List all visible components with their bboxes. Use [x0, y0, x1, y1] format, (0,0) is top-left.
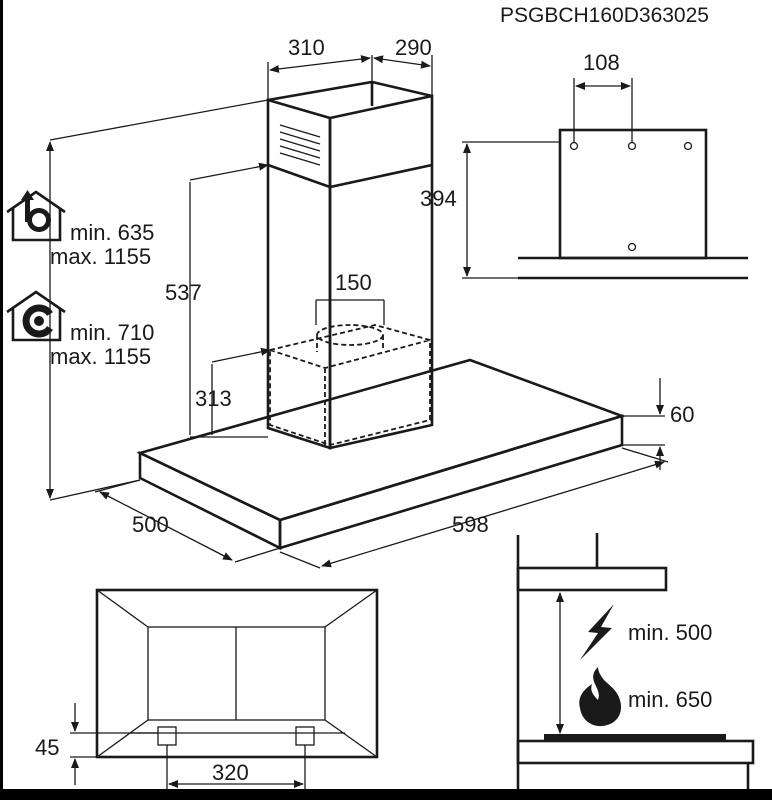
dim-filter-offset: 45: [35, 735, 59, 760]
bottom-border: [0, 789, 772, 800]
dim-chimney-width: 310: [288, 35, 325, 60]
dim-filter-spacing: 320: [212, 760, 249, 785]
dim-chimney-height: 537: [165, 280, 202, 305]
electric-clearance: min. 500: [628, 620, 712, 645]
extraction-max: max. 1155: [50, 244, 151, 269]
gas-clearance: min. 650: [628, 687, 712, 712]
hood-bottom-view: [70, 588, 379, 790]
dimension-lines: [46, 55, 668, 569]
extraction-min: min. 635: [70, 220, 154, 245]
flame-icon: [579, 667, 622, 727]
dim-bracket-spacing: 108: [583, 50, 620, 75]
dim-hood-width: 598: [452, 512, 489, 537]
dim-hood-thickness: 60: [670, 402, 694, 427]
cooktop-clearance-view: [516, 533, 755, 789]
dim-hood-depth: 500: [132, 512, 169, 537]
lightning-icon: [580, 604, 614, 660]
left-border: [0, 0, 3, 800]
dim-chimney-depth: 290: [395, 35, 432, 60]
recirculation-house-icon: [6, 290, 66, 342]
ducted-extraction-house-icon: [6, 190, 66, 242]
hood-3d-view: [136, 80, 627, 551]
dim-duct-diameter: 150: [335, 270, 372, 295]
dim-chimney-offset: 313: [195, 386, 232, 411]
recirculation-max: max. 1155: [50, 344, 151, 369]
wall-bracket-view: [462, 78, 748, 280]
product-code: PSGBCH160D363025: [500, 4, 709, 27]
dim-bracket-height: 394: [420, 186, 457, 211]
recirculation-min: min. 710: [70, 320, 154, 345]
